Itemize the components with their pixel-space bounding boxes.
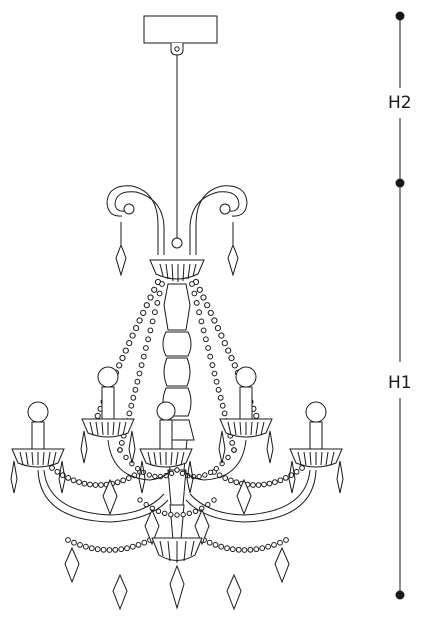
bulb-3 — [156, 401, 176, 421]
crystal-drop-7 — [112, 573, 128, 611]
bulb-1 — [27, 401, 49, 423]
light-arm-5 — [288, 401, 344, 494]
top-finial — [171, 237, 183, 249]
ceiling-canopy — [143, 15, 218, 44]
upper-scroll-arms — [106, 185, 248, 277]
dimension-label-h1: H1 — [388, 373, 412, 393]
candle-1 — [31, 421, 45, 450]
bulb-4 — [235, 366, 257, 388]
upper-crown-cup — [149, 259, 205, 282]
dimension-middle-point — [395, 178, 405, 188]
light-arm-2 — [80, 366, 136, 464]
crystal-drop-5 — [64, 546, 80, 584]
arm-curve-6 — [183, 439, 247, 481]
dimension-label-h2: H2 — [388, 93, 412, 113]
crystal-drop-8 — [226, 573, 242, 611]
arm-curve-1 — [37, 469, 169, 523]
light-arm-3 — [138, 401, 194, 494]
bulb-5 — [305, 401, 327, 423]
candle-2 — [101, 386, 115, 420]
light-arm-4 — [218, 366, 274, 464]
bottom-pendant — [151, 537, 203, 610]
bulb-2 — [97, 366, 119, 388]
crystal-drop-6 — [274, 546, 290, 584]
light-arm-1 — [10, 401, 66, 494]
candle-5 — [309, 421, 323, 450]
arm-curve-3 — [185, 469, 317, 523]
canopy-hook — [170, 43, 184, 56]
dimension-top-point — [395, 11, 405, 21]
crystal-drop-4 — [194, 508, 210, 546]
candle-3 — [159, 419, 173, 450]
crystal-drop-2 — [236, 478, 252, 516]
dimension-bottom-point — [395, 590, 405, 600]
light-arms — [10, 366, 344, 611]
crystal-drop-1 — [102, 478, 118, 516]
candle-4 — [239, 386, 253, 420]
crystal-drop-3 — [144, 508, 160, 546]
dimension-line: H2 H1 — [388, 11, 412, 600]
arm-curve-5 — [107, 439, 171, 481]
